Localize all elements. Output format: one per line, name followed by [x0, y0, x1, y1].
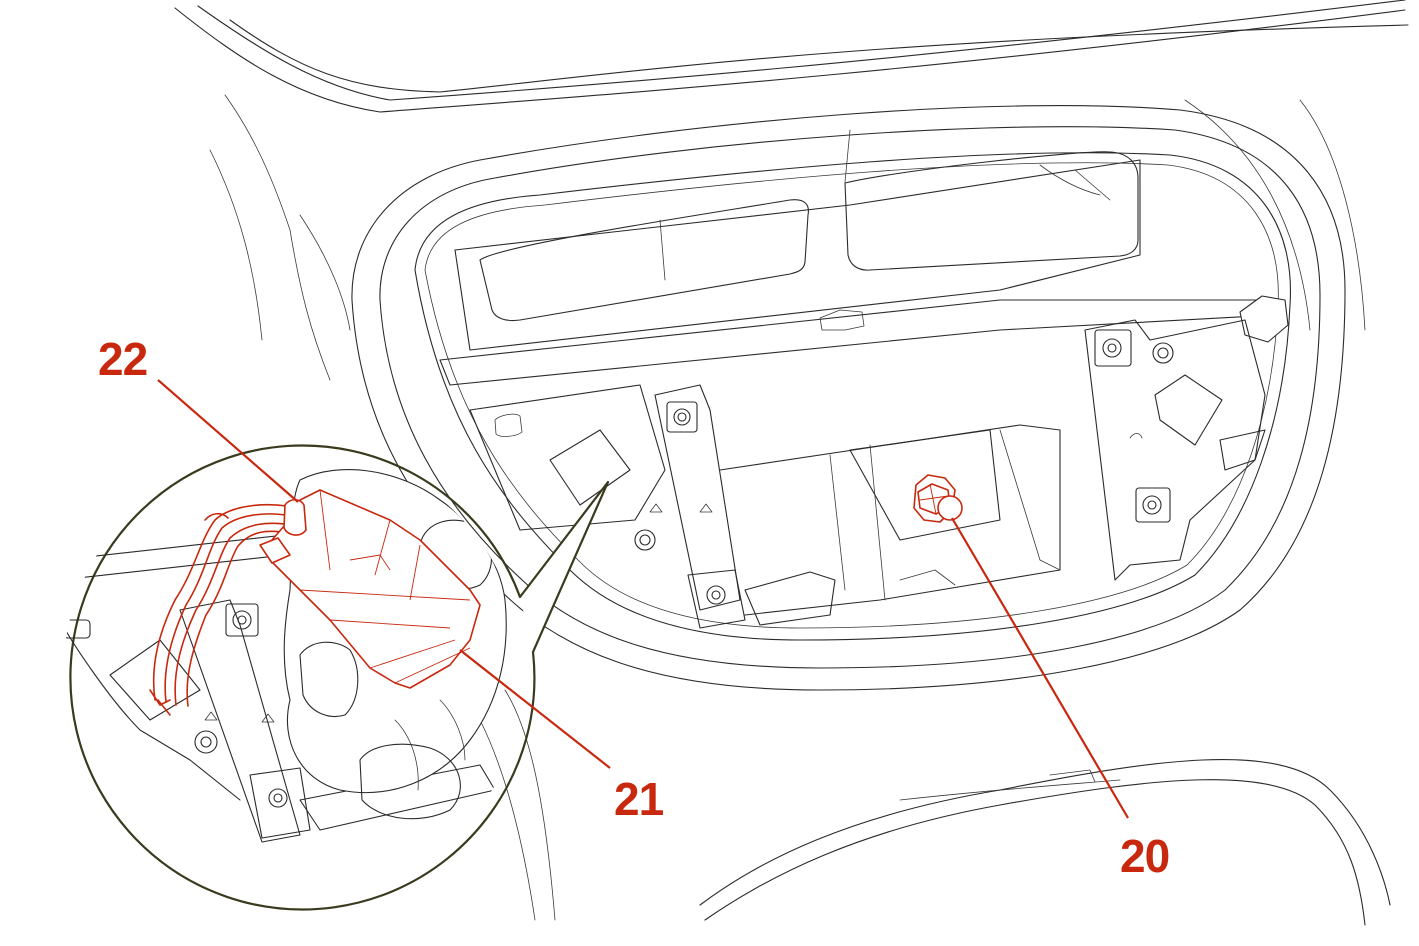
dashboard-top-contours [174, 0, 1409, 381]
right-bracket [1084, 319, 1266, 581]
callout-21-label: 21 [614, 773, 664, 825]
leader-line-21 [459, 649, 611, 769]
detail-magnifier [63, 444, 610, 911]
upper-recess [439, 129, 1289, 386]
lower-cavity [469, 384, 1061, 629]
callout-20-label: 20 [1120, 830, 1170, 882]
callout-leaders [157, 379, 1129, 819]
bolt-20 [913, 474, 963, 523]
leader-line-20 [951, 517, 1129, 819]
callout-22-label: 22 [98, 333, 148, 385]
lower-dashboard-contours [479, 689, 1391, 926]
leader-line-22 [157, 379, 299, 503]
